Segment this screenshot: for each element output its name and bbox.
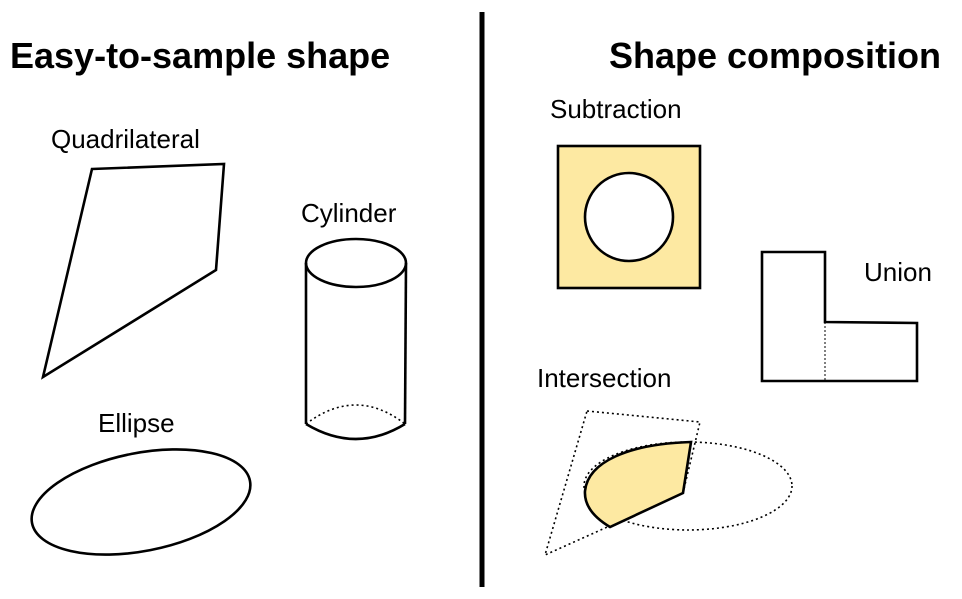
quadrilateral-label: Quadrilateral (51, 124, 200, 154)
ellipse-shape (30, 448, 252, 556)
union-label: Union (864, 257, 932, 287)
ellipse-label: Ellipse (98, 408, 175, 438)
subtraction-label: Subtraction (550, 94, 682, 124)
union-shape (760, 250, 919, 383)
quadrilateral-shape (41, 162, 226, 380)
intersection-shape (543, 410, 793, 557)
cylinder-shape (304, 237, 408, 441)
cylinder-label: Cylinder (301, 198, 397, 228)
left-heading: Easy-to-sample shape (10, 35, 390, 76)
subtraction-shape (556, 144, 702, 290)
right-heading: Shape composition (609, 35, 941, 76)
intersection-label: Intersection (537, 363, 671, 393)
